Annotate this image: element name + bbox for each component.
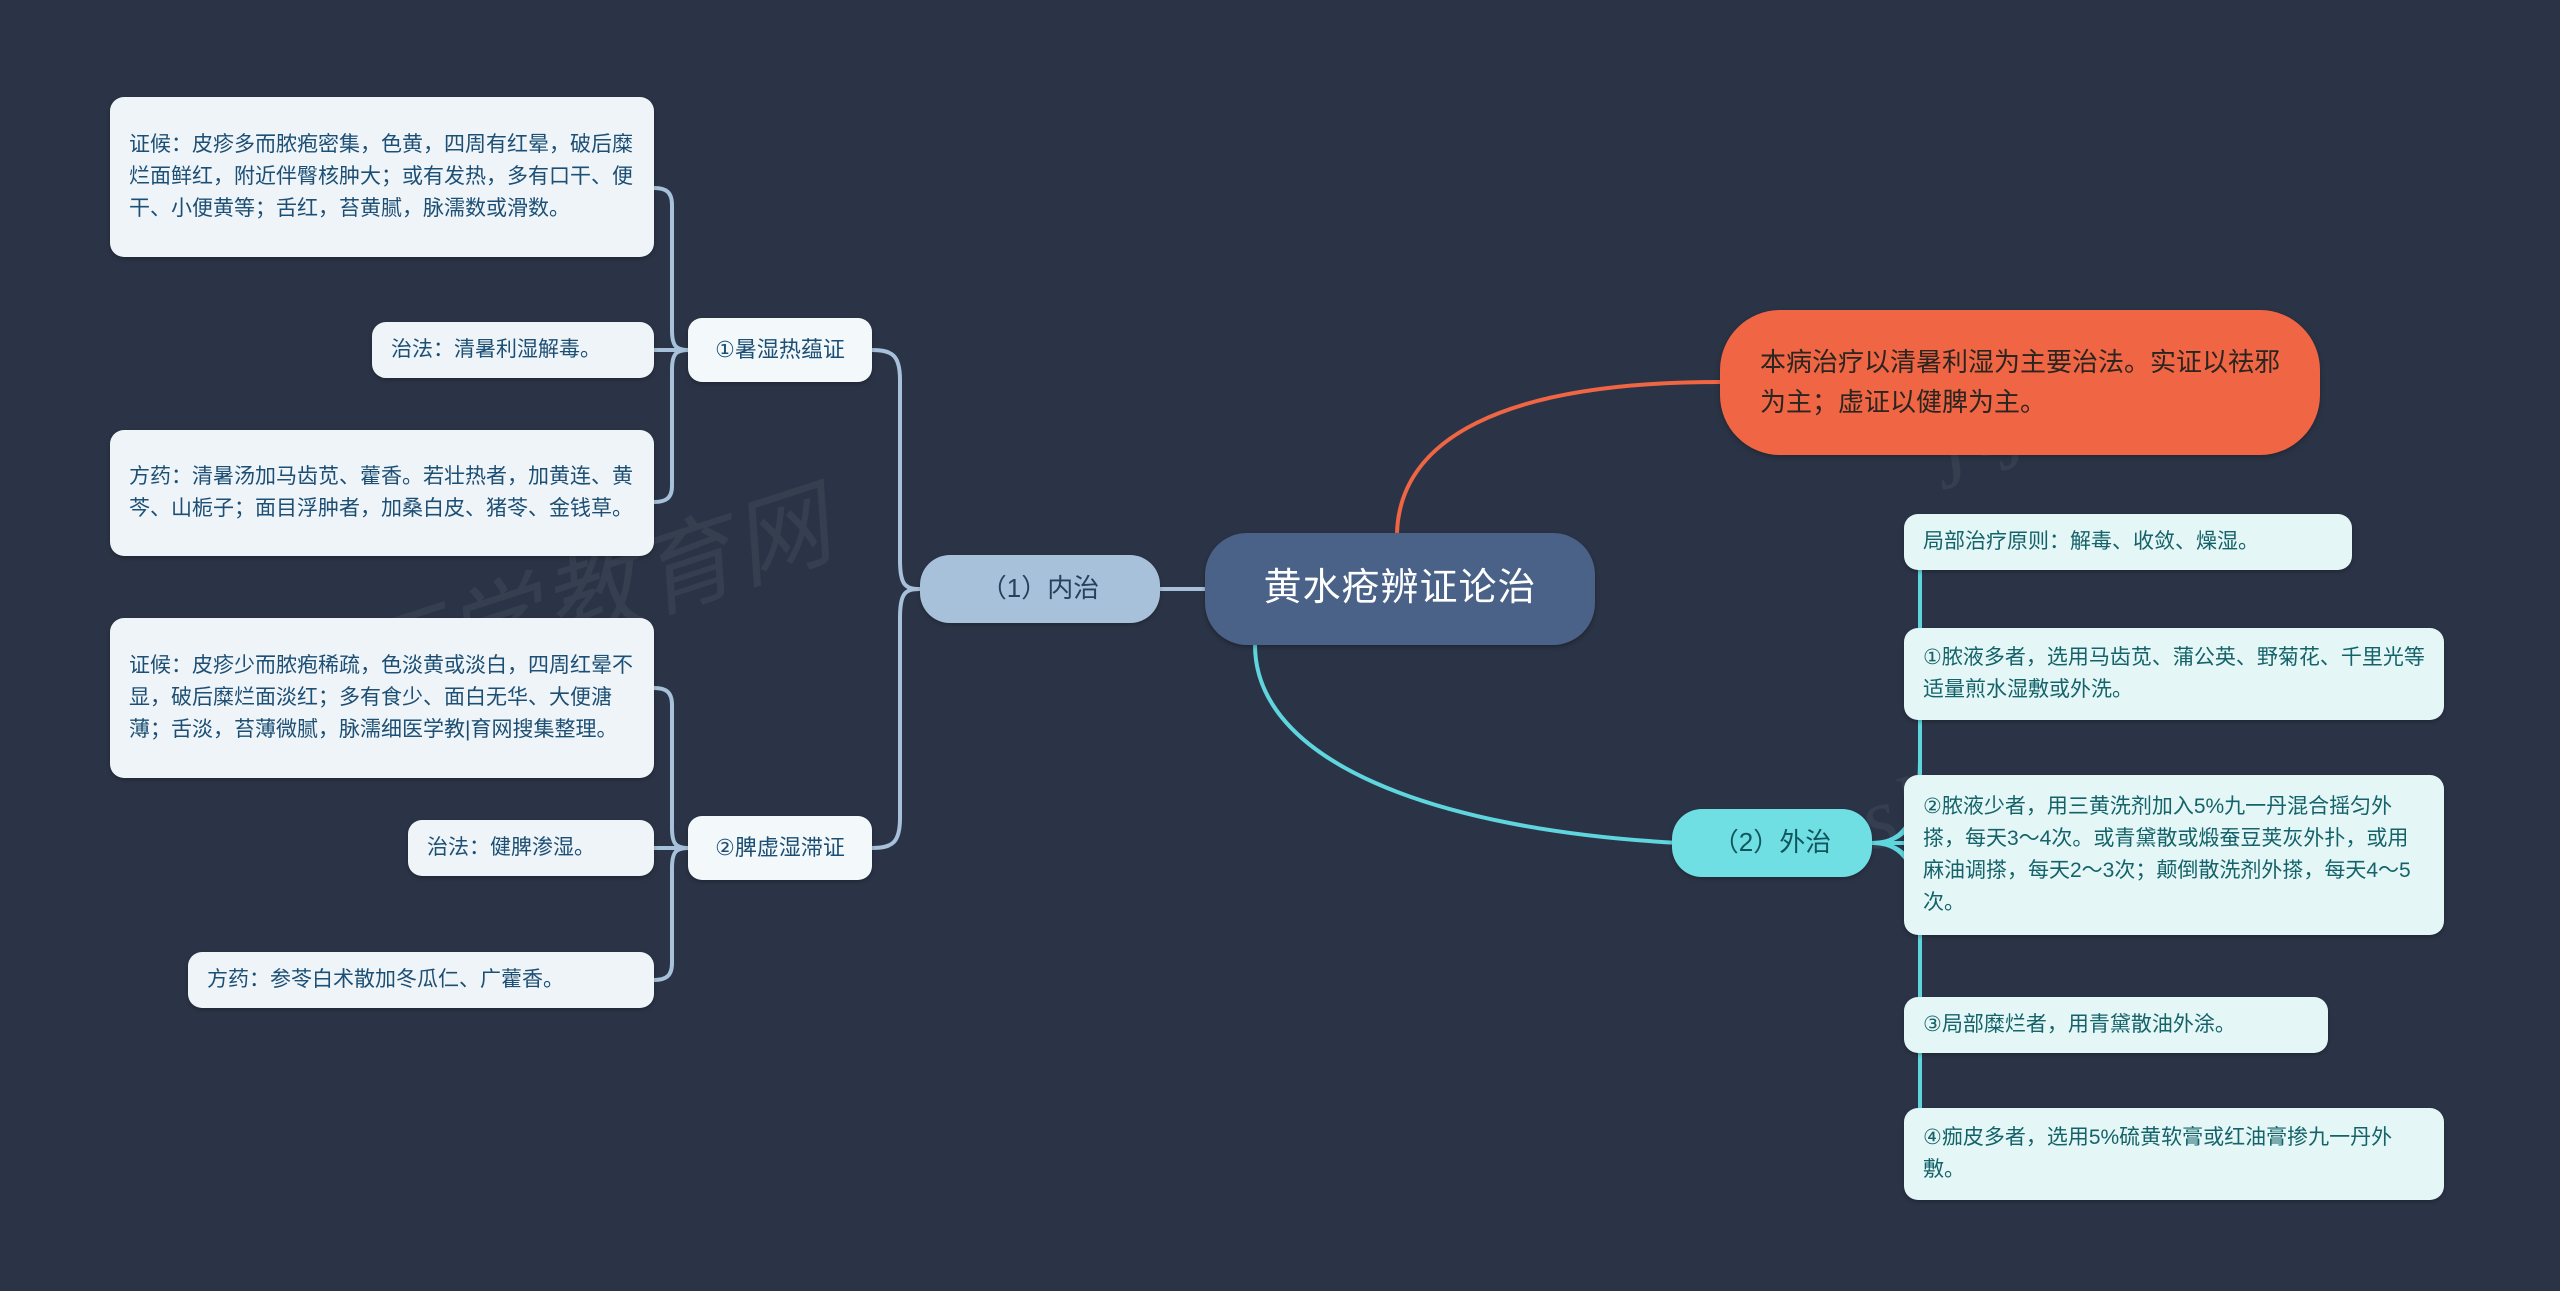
card-external-principle[interactable]: 局部治疗原则：解毒、收敛、燥湿。 xyxy=(1904,514,2352,570)
branch-internal-treatment[interactable]: （1）内治 xyxy=(920,555,1160,623)
branch-internal-treatment-label: （1）内治 xyxy=(980,573,1100,604)
card-syndrome2-signs[interactable]: 证候：皮疹少而脓疱稀疏，色淡黄或淡白，四周红晕不显，破后糜烂面淡红；多有食少、面… xyxy=(110,618,654,778)
card-syndrome1-signs[interactable]: 证候：皮疹多而脓疱密集，色黄，四周有红晕，破后糜烂面鲜红，附近伴臀核肿大；或有发… xyxy=(110,97,654,257)
edge-root-to-external xyxy=(1253,644,1681,845)
edge-syndrome1-to-signs xyxy=(653,186,689,352)
treatment-principle-callout[interactable]: 本病治疗以清暑利湿为主要治法。实证以祛邪为主；虚证以健脾为主。 xyxy=(1720,310,2320,455)
card-syndrome2-formula[interactable]: 方药：参苓白术散加冬瓜仁、广藿香。 xyxy=(188,952,654,1008)
node-syndrome-damp-heat[interactable]: ①暑湿热蕴证 xyxy=(688,318,872,382)
card-syndrome2-signs-text: 证候：皮疹少而脓疱稀疏，色淡黄或淡白，四周红晕不显，破后糜烂面淡红；多有食少、面… xyxy=(129,654,633,741)
card-external-item-1[interactable]: ①脓液多者，选用马齿苋、蒲公英、野菊花、千里光等适量煎水湿敷或外洗。 xyxy=(1904,628,2444,720)
card-syndrome1-method-text: 治法：清暑利湿解毒。 xyxy=(391,338,601,362)
card-syndrome1-method[interactable]: 治法：清暑利湿解毒。 xyxy=(372,322,654,378)
card-syndrome2-method[interactable]: 治法：健脾渗湿。 xyxy=(408,820,654,876)
node-syndrome-damp-heat-label: ①暑湿热蕴证 xyxy=(715,337,845,363)
card-external-item-3[interactable]: ③局部糜烂者，用青黛散油外涂。 xyxy=(1904,997,2328,1053)
edge-internal-to-syndrome-1 xyxy=(871,348,921,591)
branch-external-treatment-label: （2）外治 xyxy=(1712,827,1832,858)
card-external-item-1-text: ①脓液多者，选用马齿苋、蒲公英、野菊花、千里光等适量煎水湿敷或外洗。 xyxy=(1923,646,2425,701)
card-syndrome2-method-text: 治法：健脾渗湿。 xyxy=(427,836,595,860)
branch-external-treatment[interactable]: （2）外治 xyxy=(1672,809,1872,877)
edge-syndrome1-to-formula xyxy=(653,348,689,504)
root-node-label: 黄水疮辨证论治 xyxy=(1263,567,1537,610)
card-external-item-4[interactable]: ④痂皮多者，选用5%硫黄软膏或红油膏掺九一丹外敷。 xyxy=(1904,1108,2444,1200)
card-syndrome1-signs-text: 证候：皮疹多而脓疱密集，色黄，四周有红晕，破后糜烂面鲜红，附近伴臀核肿大；或有发… xyxy=(129,133,633,220)
node-syndrome-spleen-deficiency-label: ②脾虚湿滞证 xyxy=(715,835,845,861)
card-external-item-2[interactable]: ②脓液少者，用三黄洗剂加入5%九一丹混合摇匀外搽，每天3～4次。或青黛散或煅蚕豆… xyxy=(1904,775,2444,935)
card-external-principle-text: 局部治疗原则：解毒、收敛、燥湿。 xyxy=(1923,530,2259,554)
card-external-item-3-text: ③局部糜烂者，用青黛散油外涂。 xyxy=(1923,1013,2236,1037)
card-syndrome1-formula-text: 方药：清暑汤加马齿苋、藿香。若壮热者，加黄连、黄芩、山栀子；面目浮肿者，加桑白皮… xyxy=(129,465,633,520)
edge-root-to-callout xyxy=(1395,380,1721,534)
edge-syndrome2-to-formula xyxy=(653,846,689,982)
edge-internal-to-syndrome-2 xyxy=(871,587,921,850)
card-syndrome1-formula[interactable]: 方药：清暑汤加马齿苋、藿香。若壮热者，加黄连、黄芩、山栀子；面目浮肿者，加桑白皮… xyxy=(110,430,654,556)
card-external-item-2-text: ②脓液少者，用三黄洗剂加入5%九一丹混合摇匀外搽，每天3～4次。或青黛散或煅蚕豆… xyxy=(1923,795,2411,914)
treatment-principle-text: 本病治疗以清暑利湿为主要治法。实证以祛邪为主；虚证以健脾为主。 xyxy=(1760,346,2281,417)
card-syndrome2-formula-text: 方药：参苓白术散加冬瓜仁、广藿香。 xyxy=(207,968,564,992)
edge-syndrome2-to-signs xyxy=(653,686,689,850)
card-external-item-4-text: ④痂皮多者，选用5%硫黄软膏或红油膏掺九一丹外敷。 xyxy=(1923,1126,2393,1181)
node-syndrome-spleen-deficiency[interactable]: ②脾虚湿滞证 xyxy=(688,816,872,880)
root-node[interactable]: 黄水疮辨证论治 xyxy=(1205,533,1595,645)
